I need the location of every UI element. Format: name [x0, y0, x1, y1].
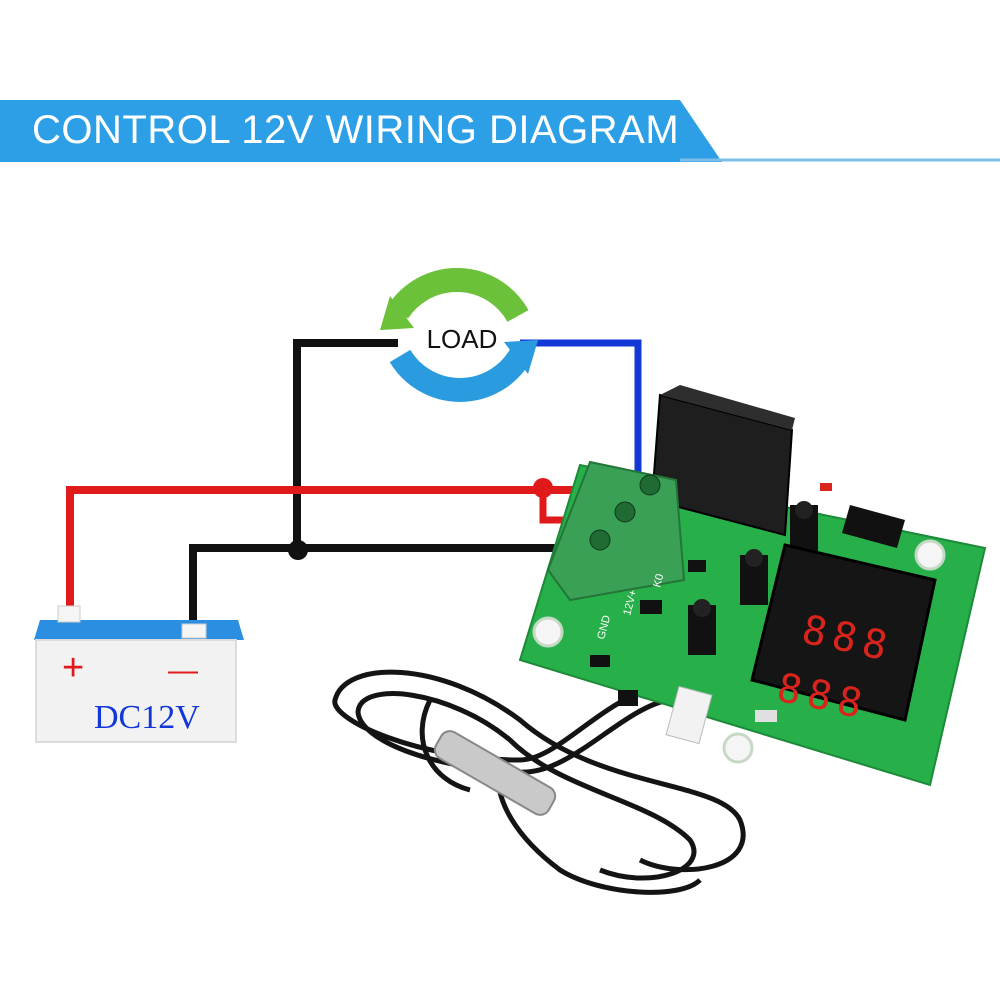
button-down[interactable] — [688, 599, 716, 655]
smd-component-4 — [755, 710, 777, 722]
probe-connector — [665, 685, 713, 745]
smd-component-1 — [590, 655, 610, 667]
battery-lid — [34, 620, 244, 640]
battery-voltage-label: DC12V — [94, 699, 200, 736]
battery-terminal-positive — [57, 605, 81, 623]
header-banner — [0, 100, 1000, 162]
probe-cable-c — [495, 759, 702, 895]
battery-minus-symbol: — — [168, 654, 198, 687]
terminal-block — [546, 460, 686, 602]
probe-cable-b — [355, 691, 697, 881]
terminal-screw-2 — [614, 501, 636, 523]
temperature-probe — [332, 669, 746, 895]
probe-cable-d — [419, 698, 471, 793]
button-up-cap — [745, 549, 763, 567]
button-down-cap — [693, 599, 711, 617]
load-arrowhead-blue — [504, 340, 538, 374]
battery-body — [35, 639, 237, 743]
battery-terminal-negative — [181, 623, 207, 639]
load-cycle-icon: LOAD — [380, 267, 538, 402]
load-label: LOAD — [427, 324, 498, 354]
indicator-led — [820, 483, 832, 491]
junction-ground — [288, 540, 308, 560]
relay-body — [650, 393, 794, 537]
button-up[interactable] — [740, 549, 768, 605]
smd-component-2 — [640, 600, 662, 614]
load-arrowhead-green — [380, 296, 414, 330]
relay-top — [660, 385, 795, 430]
battery: + — DC12V — [34, 605, 244, 743]
pin-label-k0: K0 — [651, 573, 666, 589]
mount-hole-3 — [722, 732, 754, 764]
wires — [66, 339, 642, 635]
thermostat-module: GND 12V+ K0 8 8 8 8 8 8 — [518, 385, 987, 787]
probe-sensor-tip — [433, 730, 557, 816]
wire-load-relay — [520, 339, 642, 478]
button-top-cap — [795, 501, 813, 519]
battery-plus-symbol: + — [62, 647, 84, 689]
junction-positive — [533, 478, 553, 498]
smd-component-5 — [618, 690, 638, 706]
banner-shape — [0, 100, 722, 162]
terminal-screw-1 — [639, 474, 661, 496]
led-display — [750, 543, 937, 722]
load-arrow-green — [387, 267, 529, 323]
diagram-title: CONTROL 12V WIRING DIAGRAM — [32, 108, 680, 152]
load-arrow-blue — [389, 349, 531, 402]
ic-chip — [842, 505, 905, 548]
probe-cable-a — [332, 669, 746, 873]
mount-hole-1 — [532, 616, 564, 648]
terminal-screw-3 — [589, 529, 611, 551]
wire-load-ground — [293, 339, 398, 548]
smd-component-3 — [688, 560, 706, 572]
wire-ground — [189, 544, 590, 635]
wire-positive — [66, 486, 612, 615]
mount-hole-2 — [914, 539, 946, 571]
